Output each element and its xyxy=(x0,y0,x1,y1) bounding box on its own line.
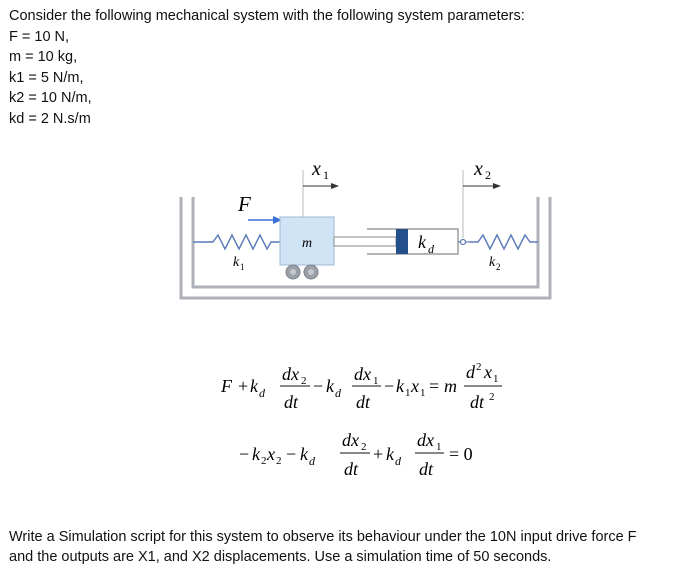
eq2-equals-zero: = 0 xyxy=(449,444,473,464)
eq1-kd-k: k xyxy=(250,376,259,396)
mechanical-diagram: F m k 1 k d k 2 x 1 x 2 xyxy=(179,158,552,300)
eq1-kd-d: d xyxy=(259,386,266,400)
param-force: F = 10 N, xyxy=(9,28,70,45)
eq1-frac3-den: dt xyxy=(470,392,485,412)
eq1-force: F xyxy=(220,376,233,396)
wheel-right-hub xyxy=(308,269,314,275)
task-description: Write a Simulation script for this syste… xyxy=(9,527,699,567)
equation-1: F + k d dx 2 dt − k d dx 1 dt − k 1 x 1 … xyxy=(220,361,502,412)
param-k1: k1 = 5 N/m, xyxy=(9,69,84,86)
k2-subscript: 2 xyxy=(496,262,501,272)
eq1-x1: x xyxy=(410,376,419,396)
x1-subscript: 1 xyxy=(323,168,329,182)
connector-pin xyxy=(459,238,467,246)
eq2-x2: x xyxy=(266,444,275,464)
eq1-equals: = xyxy=(429,376,439,396)
eq1-plus: + xyxy=(238,376,248,396)
eq2-kd2-k: k xyxy=(386,444,395,464)
k2-label: k xyxy=(489,255,496,270)
eq1-frac2-den: dt xyxy=(356,392,371,412)
eq1-frac3-num-sup: 2 xyxy=(476,361,482,373)
k1-label: k xyxy=(233,255,240,270)
eq2-kd-k: k xyxy=(300,444,309,464)
eq1-frac3-num-d: d xyxy=(466,362,476,382)
eq2-frac2-sub: 1 xyxy=(436,441,442,453)
force-arrowhead xyxy=(273,216,282,224)
mass-label: m xyxy=(302,236,312,251)
x2-label: x xyxy=(473,158,483,180)
x2-arrowhead xyxy=(493,183,501,189)
eq2-frac2-num: dx xyxy=(417,430,434,450)
param-k2: k2 = 10 N/m, xyxy=(9,90,92,106)
wheel-left-hub xyxy=(290,269,296,275)
eq2-frac1-den: dt xyxy=(344,459,359,479)
eq1-k1-sub: 1 xyxy=(405,387,411,399)
eq1-kd2-d: d xyxy=(335,386,342,400)
eq1-frac2-sub: 1 xyxy=(373,375,379,387)
task-line-1: Write a Simulation script for this syste… xyxy=(9,529,637,545)
eq1-minus-2: − xyxy=(384,376,394,396)
damper-label: k xyxy=(418,232,427,252)
eq2-kd2-d: d xyxy=(395,454,402,468)
eq1-frac3-den-sup: 2 xyxy=(489,391,495,403)
param-kd: kd = 2 N.s/m xyxy=(9,110,91,127)
eq2-k2-sub: 2 xyxy=(261,455,267,467)
eq1-frac1-sub: 2 xyxy=(301,375,307,387)
task-line-2: and the outputs are X1, and X2 displacem… xyxy=(9,549,552,565)
eq2-minus-1: − xyxy=(239,444,249,464)
eq1-x1-sub: 1 xyxy=(420,387,426,399)
eq2-frac1-num: dx xyxy=(342,430,359,450)
damper-piston xyxy=(396,229,408,254)
x1-label: x xyxy=(311,158,321,180)
intro-sentence: Consider the following mechanical system… xyxy=(9,8,525,24)
eq1-kd2-k: k xyxy=(326,376,335,396)
eq1-frac3-num-sub: 1 xyxy=(493,373,499,385)
eq2-kd-d: d xyxy=(309,454,316,468)
eq2-minus-2: − xyxy=(286,444,296,464)
spring-k1 xyxy=(193,233,280,251)
eq1-k1: k xyxy=(396,376,405,396)
force-label: F xyxy=(237,192,251,216)
eq2-frac2-den: dt xyxy=(419,459,434,479)
frame-outer xyxy=(179,197,552,300)
param-mass: m = 10 kg, xyxy=(9,49,78,65)
eq2-x2-sub: 2 xyxy=(276,455,282,467)
eq1-minus-1: − xyxy=(313,376,323,396)
eq1-frac1-den: dt xyxy=(284,392,299,412)
x2-subscript: 2 xyxy=(485,168,491,182)
spring-k2 xyxy=(470,233,538,251)
eq1-mass: m xyxy=(444,376,457,396)
eq2-frac1-sub: 2 xyxy=(361,441,367,453)
eq2-plus: + xyxy=(373,444,383,464)
equation-2: − k 2 x 2 − k d dx 2 dt + k d dx 1 dt = … xyxy=(239,430,473,479)
eq1-frac3-num-x: x xyxy=(483,362,492,382)
damper-subscript: d xyxy=(428,242,435,256)
problem-intro: Consider the following mechanical system… xyxy=(9,6,525,129)
eq1-frac1-num: dx xyxy=(282,364,299,384)
eq2-k2: k xyxy=(252,444,261,464)
k1-subscript: 1 xyxy=(240,262,245,272)
damper-rod xyxy=(333,236,397,247)
eq1-frac2-num: dx xyxy=(354,364,371,384)
x1-arrowhead xyxy=(331,183,339,189)
